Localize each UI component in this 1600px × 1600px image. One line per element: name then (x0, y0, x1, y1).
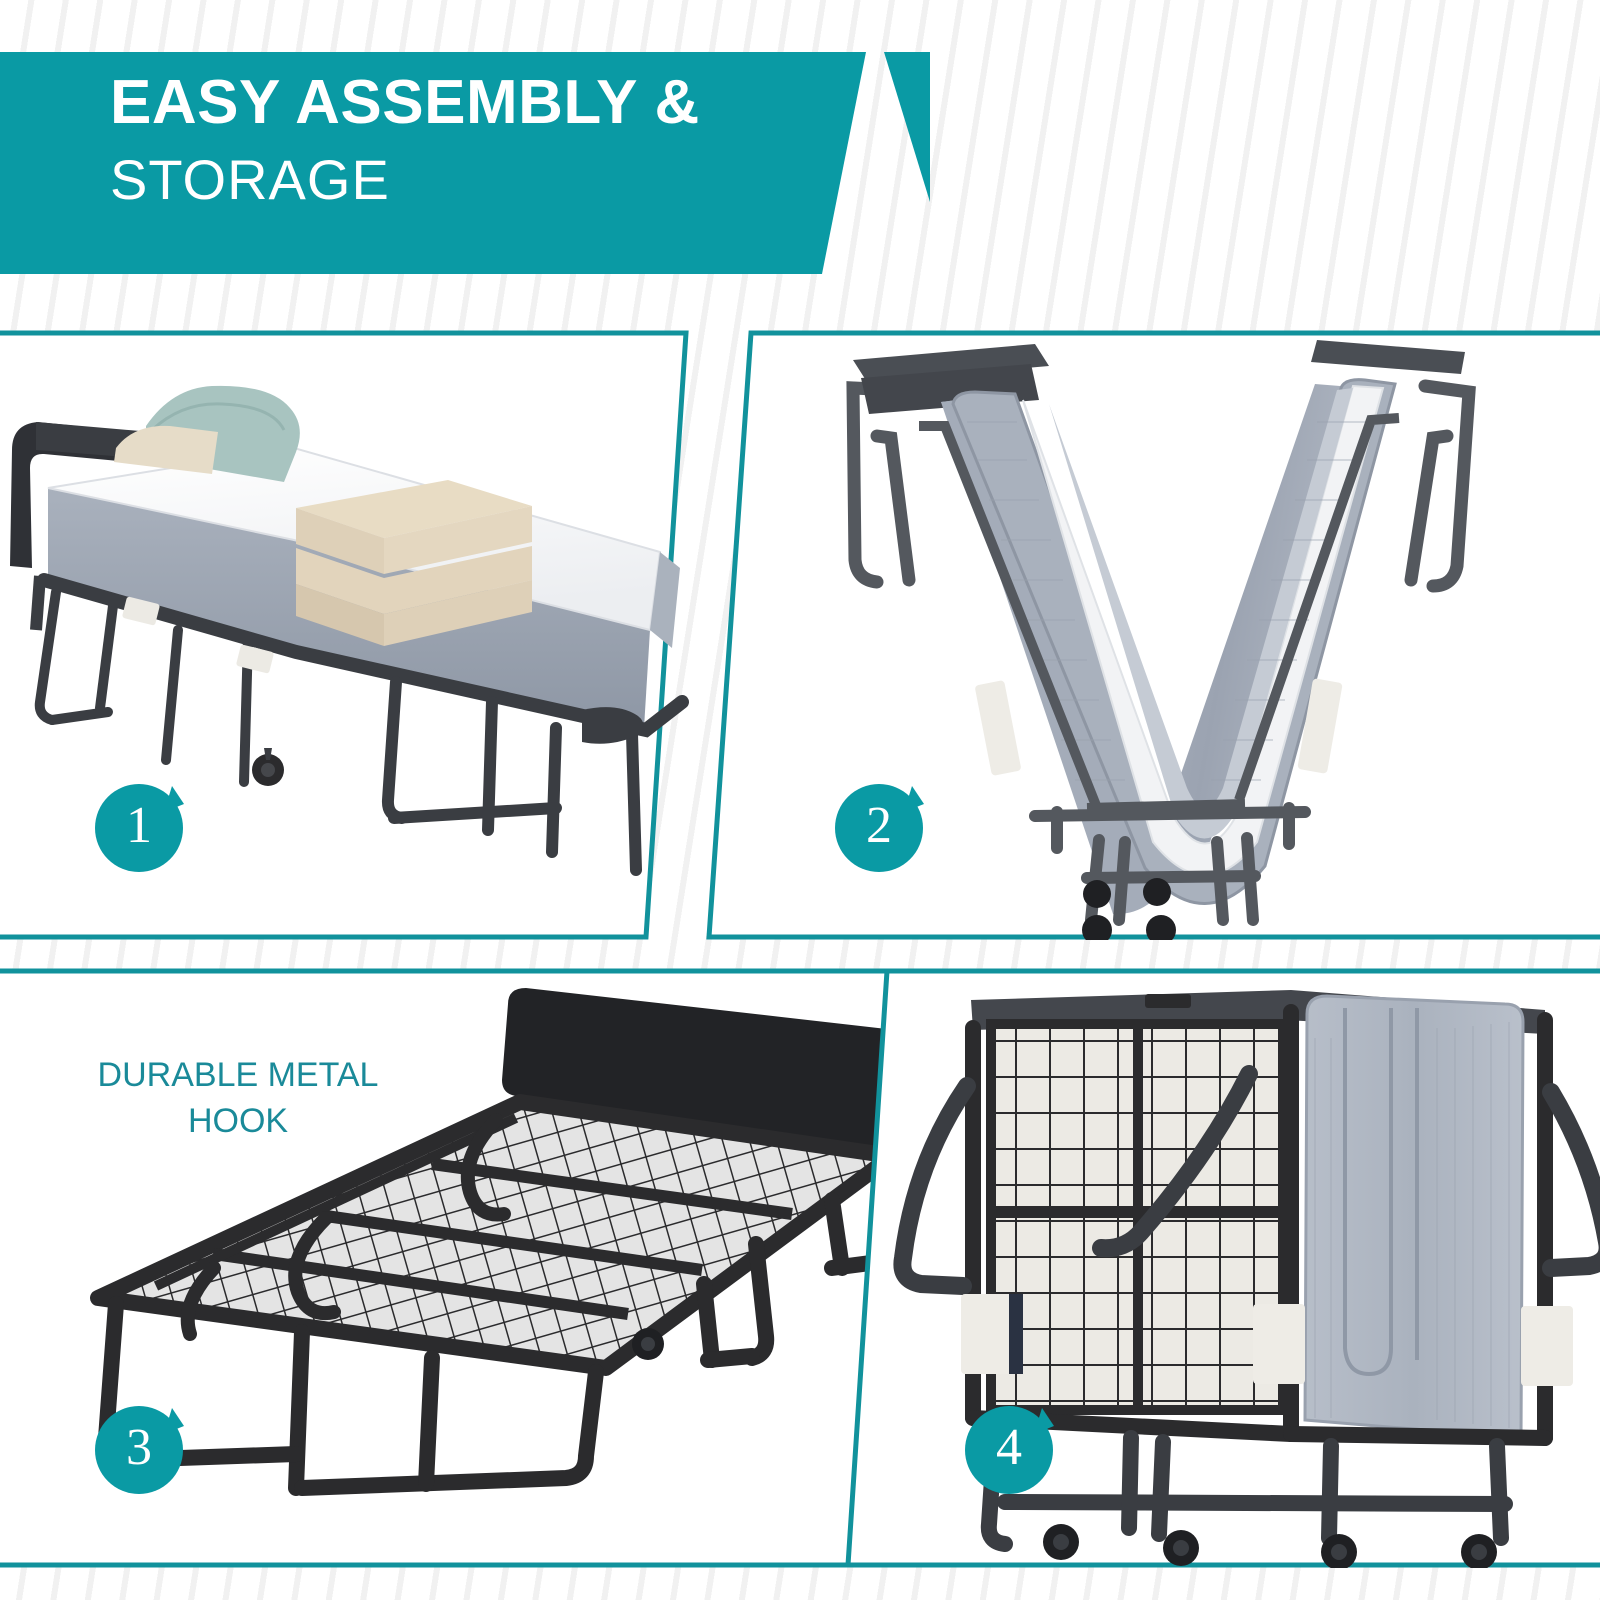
step-badge-4-number: 4 (996, 1418, 1022, 1476)
step-badge-2[interactable]: 2 (832, 778, 940, 886)
header-title-line-1: EASY ASSEMBLY & (110, 68, 700, 137)
badge-circle-1 (95, 784, 183, 872)
panel-4-illustration (845, 968, 1600, 1568)
panel-3[interactable] (0, 968, 936, 1568)
step-badge-3[interactable]: 3 (92, 1400, 200, 1508)
banner-accent-sliver (884, 52, 930, 202)
panel-4[interactable] (845, 968, 1600, 1568)
panel-1[interactable] (0, 330, 696, 940)
badge-circle-3 (95, 1406, 183, 1494)
banner-main-shape (0, 52, 866, 274)
panel-2-border (705, 330, 1600, 940)
step-badge-3-number: 3 (126, 1418, 152, 1476)
step-badge-2-number: 2 (866, 796, 892, 854)
foam-pads (296, 480, 532, 646)
durable-metal-hook-caption: DURABLE METAL HOOK (97, 1056, 379, 1140)
header-banner (0, 52, 930, 274)
bed-open-illustration (10, 385, 689, 876)
step-badge-4[interactable]: 4 (962, 1400, 1070, 1508)
panel-2[interactable] (705, 330, 1600, 940)
panel-1-illustration (0, 330, 696, 940)
step-badge-1[interactable]: 1 (92, 778, 200, 886)
bed-folded-upright-illustration (893, 990, 1600, 1568)
step-badge-1-number: 1 (126, 796, 152, 854)
casters (1082, 878, 1176, 940)
metal-hook-shapes (180, 1113, 511, 1341)
badge-circle-2 (835, 784, 923, 872)
header-title-line-2: STORAGE (110, 148, 390, 211)
casters (1043, 1524, 1497, 1568)
bed-v-folded-illustration (846, 340, 1476, 940)
header-title-block: EASY ASSEMBLY & STORAGE (110, 72, 700, 208)
panel-2-illustration (705, 330, 1600, 940)
badge-circle-4 (965, 1406, 1053, 1494)
panel-2-outline (706, 330, 1600, 940)
